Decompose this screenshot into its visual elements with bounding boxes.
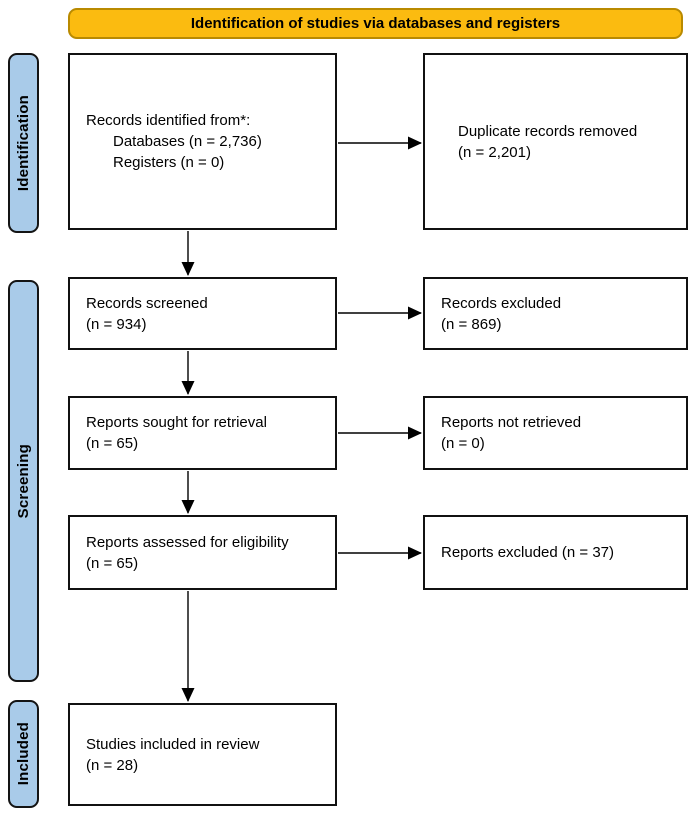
diagram-title-banner: Identification of studies via databases … — [68, 8, 683, 39]
stage-label-included: Included — [8, 700, 39, 808]
stage-label-identification: Identification — [8, 53, 39, 233]
box-reports-assessed: Reports assessed for eligibility (n = 65… — [68, 515, 337, 590]
box-text-line: Reports not retrieved — [441, 414, 582, 431]
box-text-line: Records excluded — [441, 294, 562, 312]
box-duplicate-records-removed: Duplicate records removed (n = 2,201) — [423, 53, 688, 230]
box-studies-included: Studies included in review (n = 28) — [68, 703, 337, 806]
box-text-line: (n = 65) — [86, 554, 139, 572]
stage-label-text: Included — [15, 722, 32, 786]
box-text-line: Records identified from*: — [86, 112, 251, 129]
box-records-excluded: Records excluded (n = 869) — [423, 277, 688, 350]
box-text-line: Reports sought for retrieval — [86, 414, 267, 431]
box-records-screened: Records screened (n = 934) — [68, 277, 337, 350]
box-text-line: (n = 0) — [441, 435, 485, 452]
stage-label-screening: Screening — [8, 280, 39, 682]
box-text-line: Records screened — [86, 294, 208, 312]
box-text-line: Reports excluded (n = 37) — [441, 544, 615, 561]
box-text-line: Studies included in review — [86, 735, 260, 753]
box-text-line: Registers (n = 0) — [113, 154, 225, 171]
stage-label-text: Identification — [15, 94, 32, 192]
box-text-line: (n = 934) — [86, 315, 147, 333]
box-records-identified: Records identified from*: Databases (n =… — [68, 53, 337, 230]
box-text-line: (n = 65) — [86, 435, 139, 452]
box-reports-excluded: Reports excluded (n = 37) — [423, 515, 688, 590]
diagram-title: Identification of studies via databases … — [190, 15, 561, 32]
box-reports-not-retrieved: Reports not retrieved (n = 0) — [423, 396, 688, 470]
box-text-line: (n = 2,201) — [458, 143, 531, 161]
box-text-line: Reports assessed for eligibility — [86, 533, 289, 551]
box-text-line: (n = 28) — [86, 756, 139, 774]
box-reports-sought: Reports sought for retrieval (n = 65) — [68, 396, 337, 470]
stage-label-text: Screening — [15, 443, 32, 519]
box-text-line: Databases (n = 2,736) — [113, 133, 262, 150]
box-text-line: Duplicate records removed — [458, 122, 638, 140]
box-text-line: (n = 869) — [441, 315, 502, 333]
